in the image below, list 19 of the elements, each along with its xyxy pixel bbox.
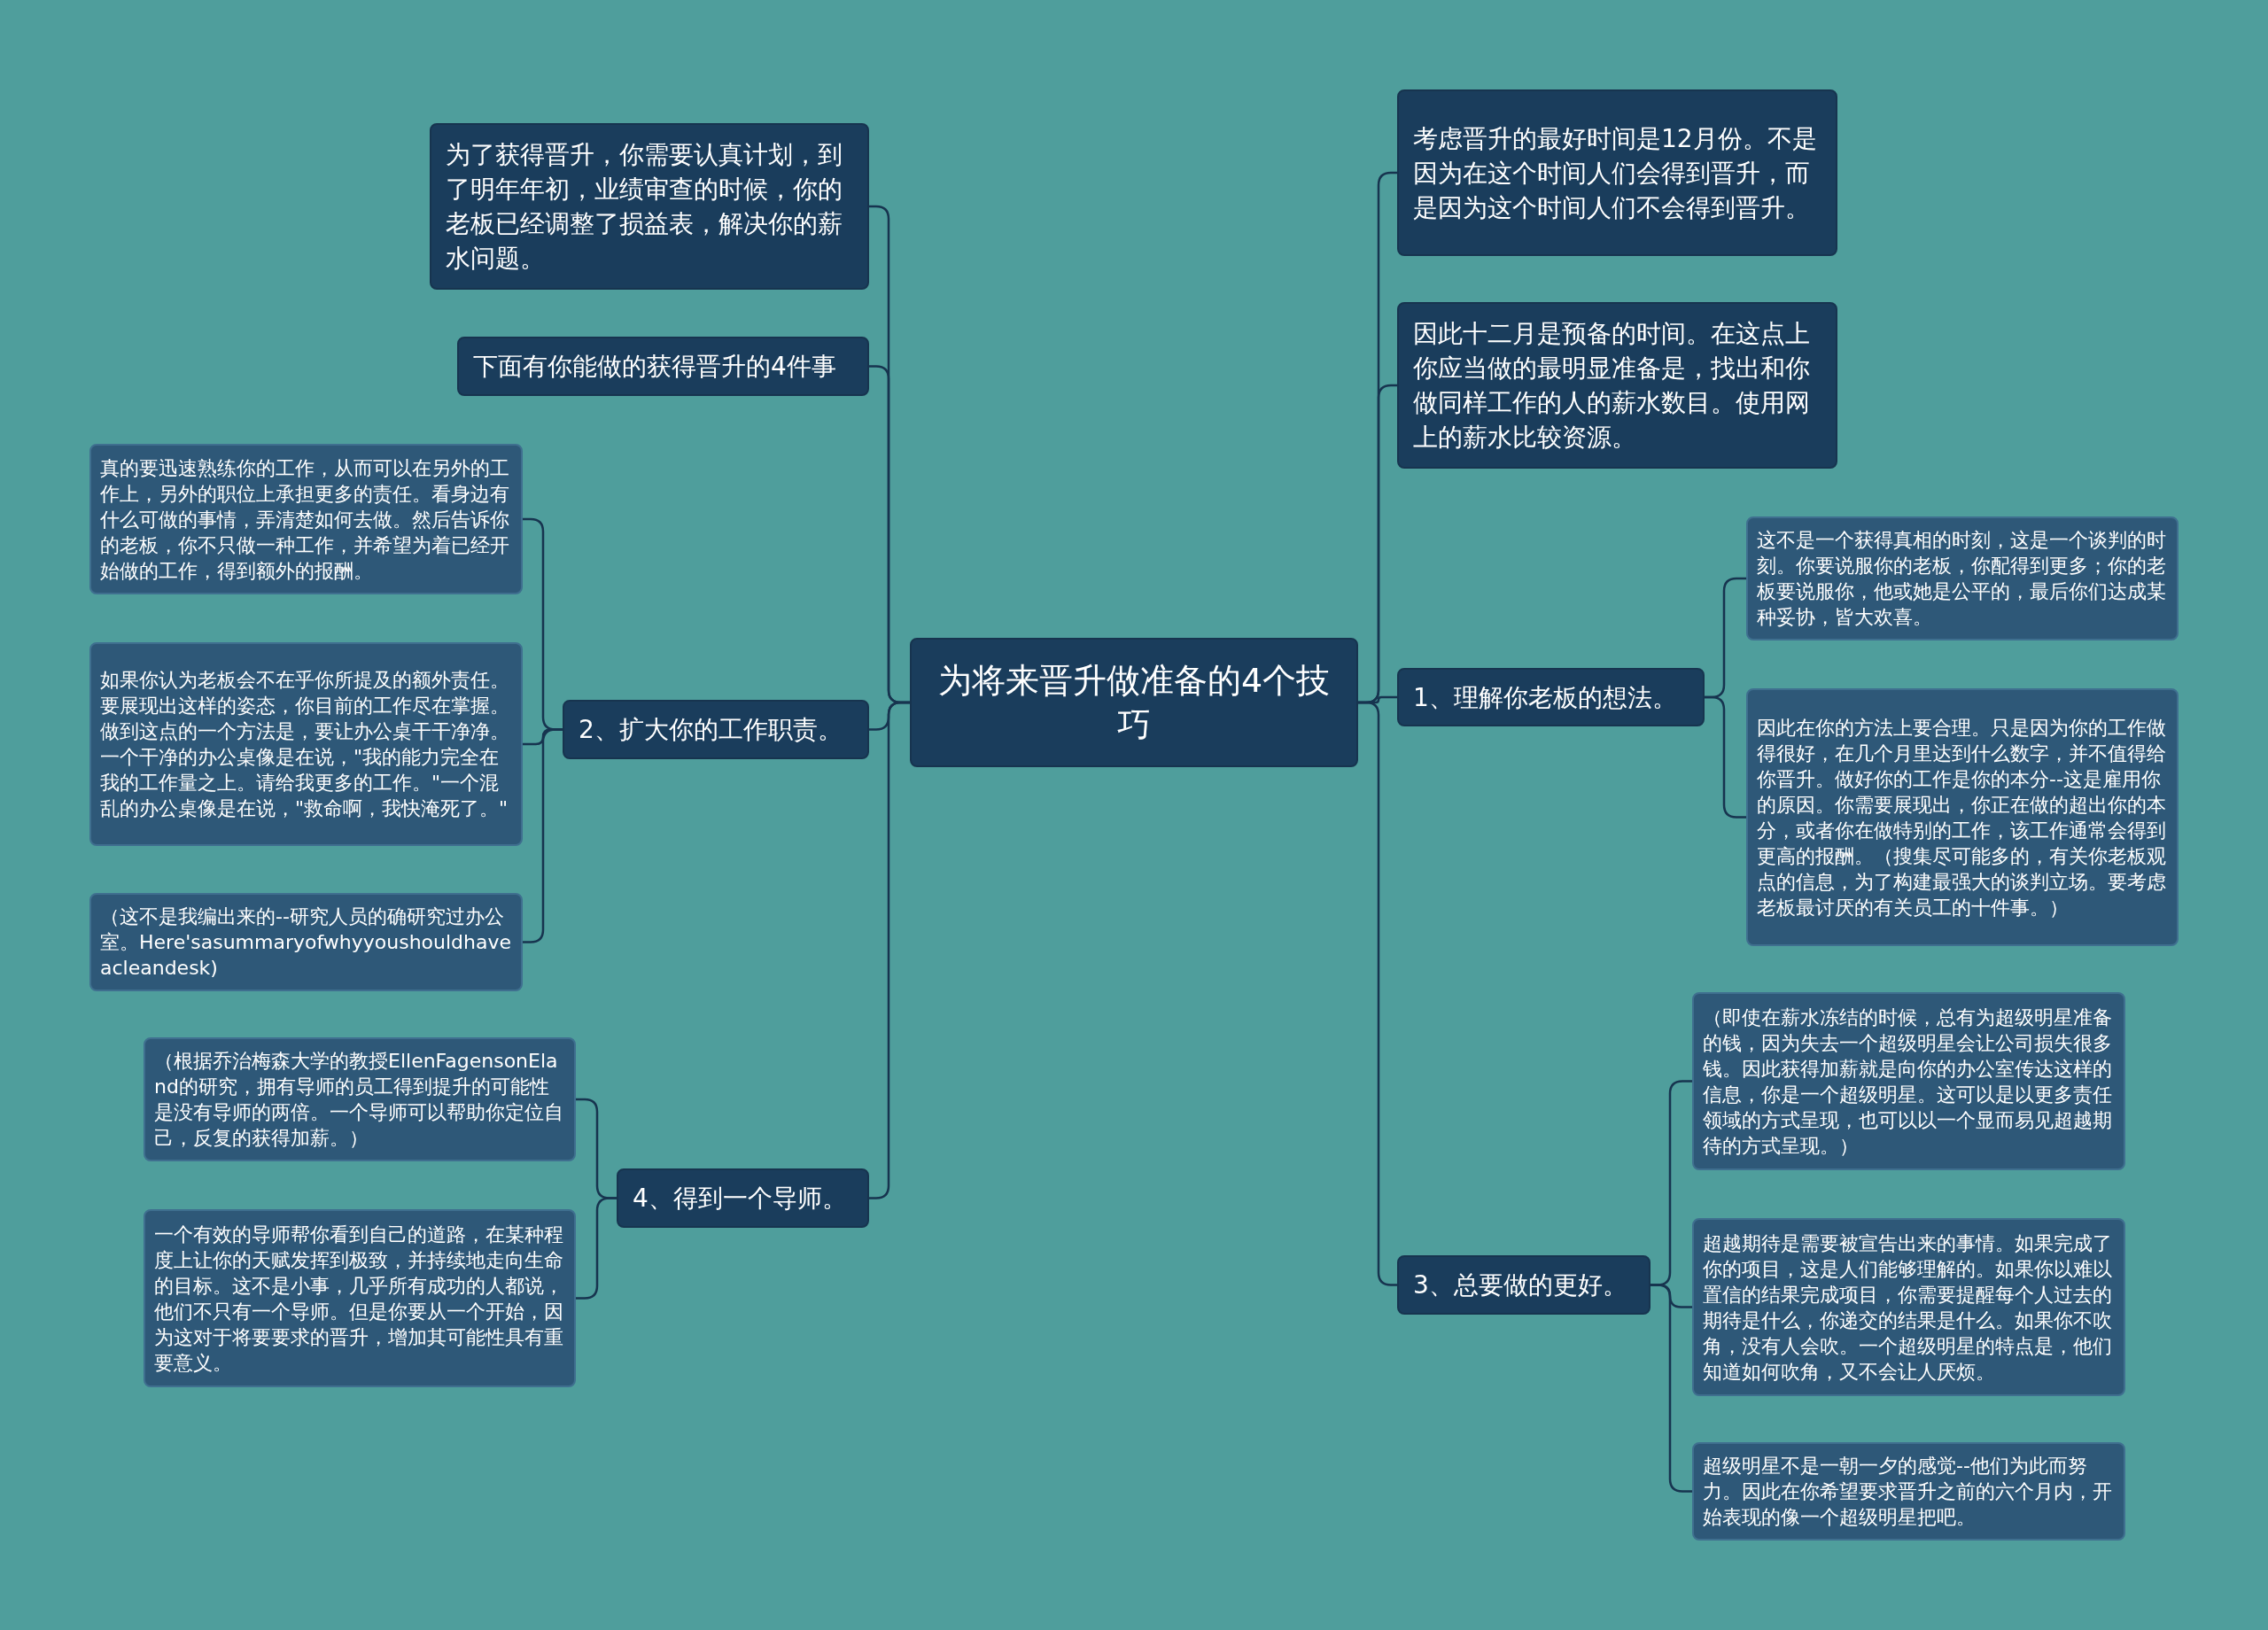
note-box: 超级明星不是一朝一夕的感觉--他们为此而努力。因此在你希望要求晋升之前的六个月内，开始表现的像一个超级明星把吧。 bbox=[1692, 1442, 2125, 1541]
note-box: 因此在你的方法上要合理。只是因为你的工作做得很好，在几个月里达到什么数字，并不值得给你晋升。做好你的工作是你的本分--这是雇用你的原因。你需要展现出，你正在做的超出你的本分，或者你在做特别的工作，该工作通常会得到更高的报酬。（搜集尽可能多的，有关你老板观点的信息，为了构建最强大的谈判立场。要考虑老板最讨厌的有关员工的十件事。） bbox=[1746, 688, 2179, 946]
branch-box: 考虑晋升的最好时间是12月份。不是因为在这个时间人们会得到晋升，而是因为这个时间人们不会得到晋升。 bbox=[1397, 89, 1837, 256]
branch-box: 3、总要做的更好。 bbox=[1397, 1255, 1651, 1315]
note-box: 真的要迅速熟练你的工作，从而可以在另外的工作上，另外的职位上承担更多的责任。看身边有什么可做的事情，弄清楚如何去做。然后告诉你的老板，你不只做一种工作，并希望为着已经开始做的工作，得到额外的报酬。 bbox=[89, 444, 523, 594]
note-box: 这不是一个获得真相的时刻，这是一个谈判的时刻。你要说服你的老板，你配得到更多；你的老板要说服你，他或她是公平的，最后你们达成某种妥协，皆大欢喜。 bbox=[1746, 516, 2179, 640]
note-box: 一个有效的导师帮你看到自己的道路，在某种程度上让你的天赋发挥到极致，并持续地走向生命的目标。这不是小事，几乎所有成功的人都说，他们不只有一个导师。但是你要从一个开始，因为这对于将要要求的晋升，增加其可能性具有重要意义。 bbox=[144, 1209, 576, 1387]
note-box: （即使在薪水冻结的时候，总有为超级明星准备的钱，因为失去一个超级明星会让公司损失很多钱。因此获得加薪就是向你的办公室传达这样的信息，你是一个超级明星。这可以是以更多责任领域的方式呈现，也可以以一个显而易见超越期待的方式呈现。） bbox=[1692, 992, 2125, 1170]
branch-box: 下面有你能做的获得晋升的4件事 bbox=[457, 337, 869, 396]
note-box: 超越期待是需要被宣告出来的事情。如果完成了你的项目，这是人们能够理解的。如果你以难以置信的结果完成项目，你需要提醒每个人过去的期待是什么，你递交的结果是什么。如果你不吹角，没有人会吹。一个超级明星的特点是，他们知道如何吹角，又不会让人厌烦。 bbox=[1692, 1218, 2125, 1396]
branch-box: 为了获得晋升，你需要认真计划，到了明年年初，业绩审查的时候，你的老板已经调整了损益表，解决你的薪水问题。 bbox=[430, 123, 869, 290]
branch-box: 因此十二月是预备的时间。在这点上你应当做的最明显准备是，找出和你做同样工作的人的薪水数目。使用网上的薪水比较资源。 bbox=[1397, 302, 1837, 469]
branch-box: 2、扩大你的工作职责。 bbox=[563, 700, 869, 759]
note-box: 如果你认为老板会不在乎你所提及的额外责任。要展现出这样的姿态，你目前的工作尽在掌握。做到这点的一个方法是，要让办公桌干干净净。一个干净的办公桌像是在说，"我的能力完全在我的工作量之上。请给我更多的工作。"一个混乱的办公桌像是在说，"救命啊，我快淹死了。" bbox=[89, 642, 523, 846]
topic-box: 为将来晋升做准备的4个技巧 bbox=[910, 638, 1358, 767]
branch-box: 4、得到一个导师。 bbox=[617, 1168, 869, 1228]
note-box: （这不是我编出来的--研究人员的确研究过办公室。Here'sasummaryofwhyyoushouldhaveacleandesk) bbox=[89, 893, 523, 991]
note-box: （根据乔治梅森大学的教授EllenFagensonEland的研究，拥有导师的员工得到提升的可能性是没有导师的两倍。一个导师可以帮助你定位自己，反复的获得加薪。） bbox=[144, 1037, 576, 1161]
branch-box: 1、理解你老板的想法。 bbox=[1397, 668, 1705, 726]
